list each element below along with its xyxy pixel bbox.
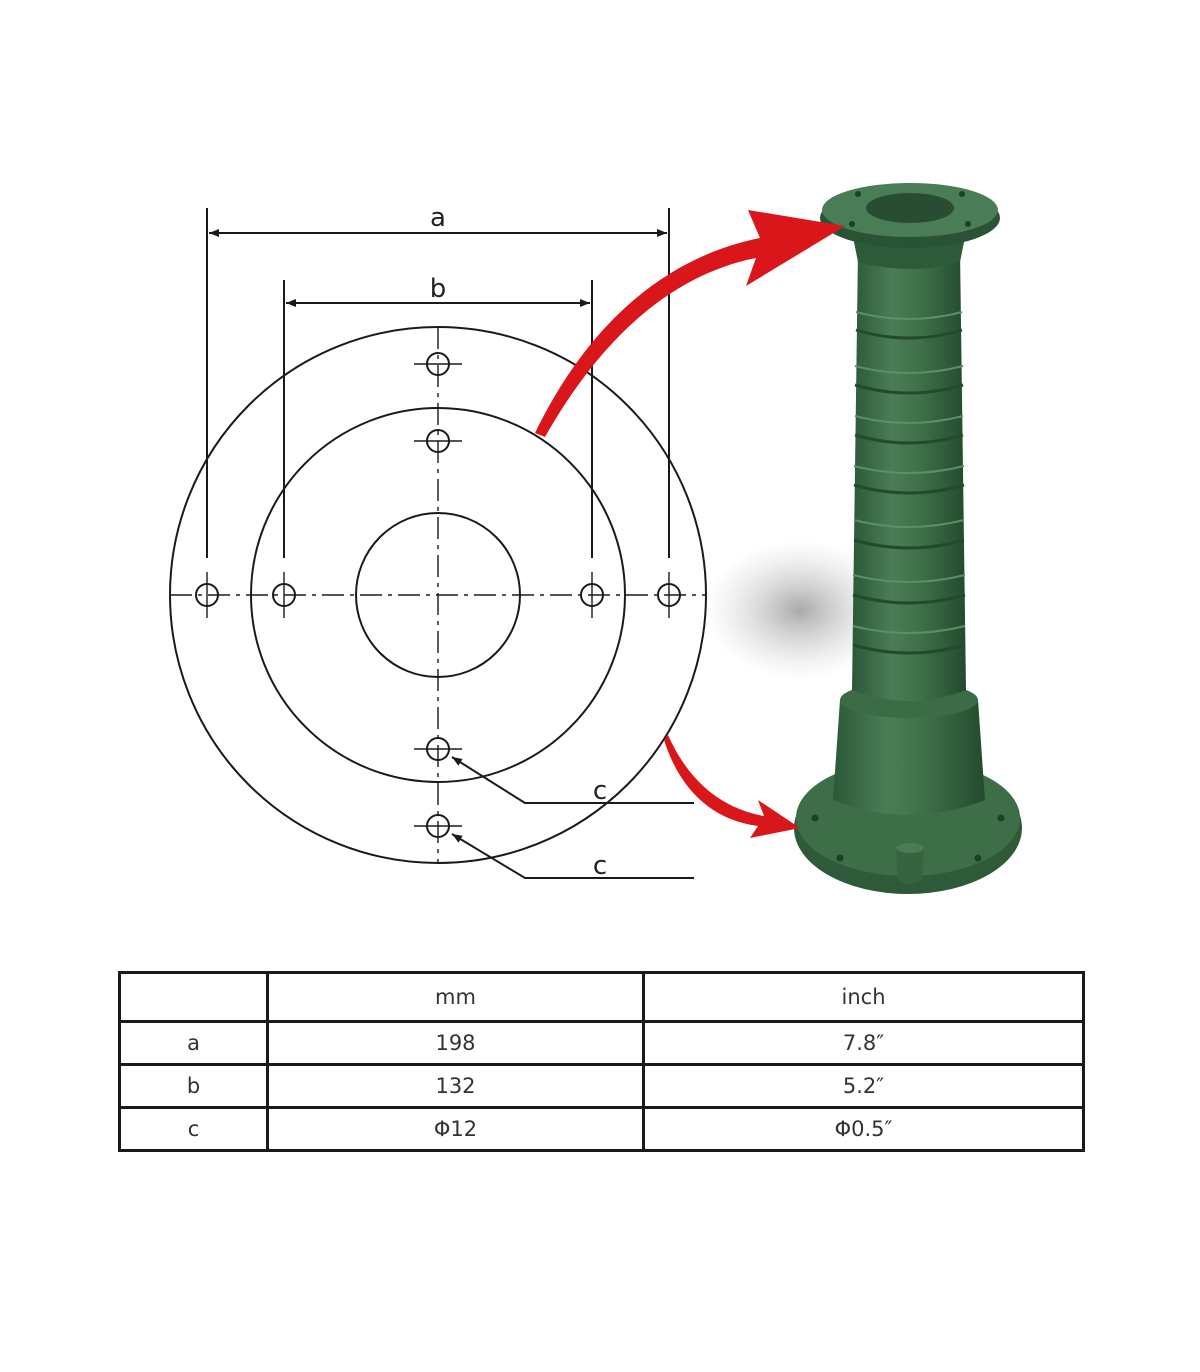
table-cell: 7.8″ — [642, 1020, 1085, 1066]
red-arrow-top — [535, 210, 845, 437]
dimension-table: mm inch a 198 7.8″ b 132 5.2″ c Φ12 Φ0.5… — [118, 971, 1085, 1152]
table-cell: 132 — [266, 1063, 645, 1109]
leader-c-upper — [451, 756, 694, 804]
pump-stand-illustration — [794, 183, 1022, 894]
table-cell: c — [118, 1106, 269, 1152]
red-arrow-bottom — [664, 735, 800, 838]
dimension-lines — [206, 208, 694, 879]
table-row: b 132 5.2″ — [118, 1063, 1085, 1109]
table-cell: b — [118, 1063, 269, 1109]
table-header-cell: mm — [266, 971, 645, 1023]
table-cell: 5.2″ — [642, 1063, 1085, 1109]
table-cell: 198 — [266, 1020, 645, 1066]
top-flange-opening — [866, 193, 954, 223]
leader-c-lower — [451, 833, 694, 879]
flange-diagram: a b c c — [169, 183, 1022, 894]
label-c-upper: c — [593, 776, 607, 806]
label-a: a — [430, 203, 446, 233]
table-row: c Φ12 Φ0.5″ — [118, 1106, 1085, 1152]
lower-cone — [833, 700, 985, 815]
table-cell: Φ12 — [266, 1106, 645, 1152]
table-header-row: mm inch — [118, 971, 1085, 1023]
pump-shadow — [705, 540, 895, 680]
flange-drawing — [169, 326, 707, 864]
table-row: a 198 7.8″ — [118, 1020, 1085, 1066]
table-cell: a — [118, 1020, 269, 1066]
label-b: b — [430, 274, 447, 304]
table-header-cell: inch — [642, 971, 1085, 1023]
base-nub — [896, 848, 924, 884]
table-header-cell — [118, 971, 269, 1023]
pump-column — [852, 250, 966, 701]
table-cell: Φ0.5″ — [642, 1106, 1085, 1152]
label-c-lower: c — [593, 851, 607, 881]
